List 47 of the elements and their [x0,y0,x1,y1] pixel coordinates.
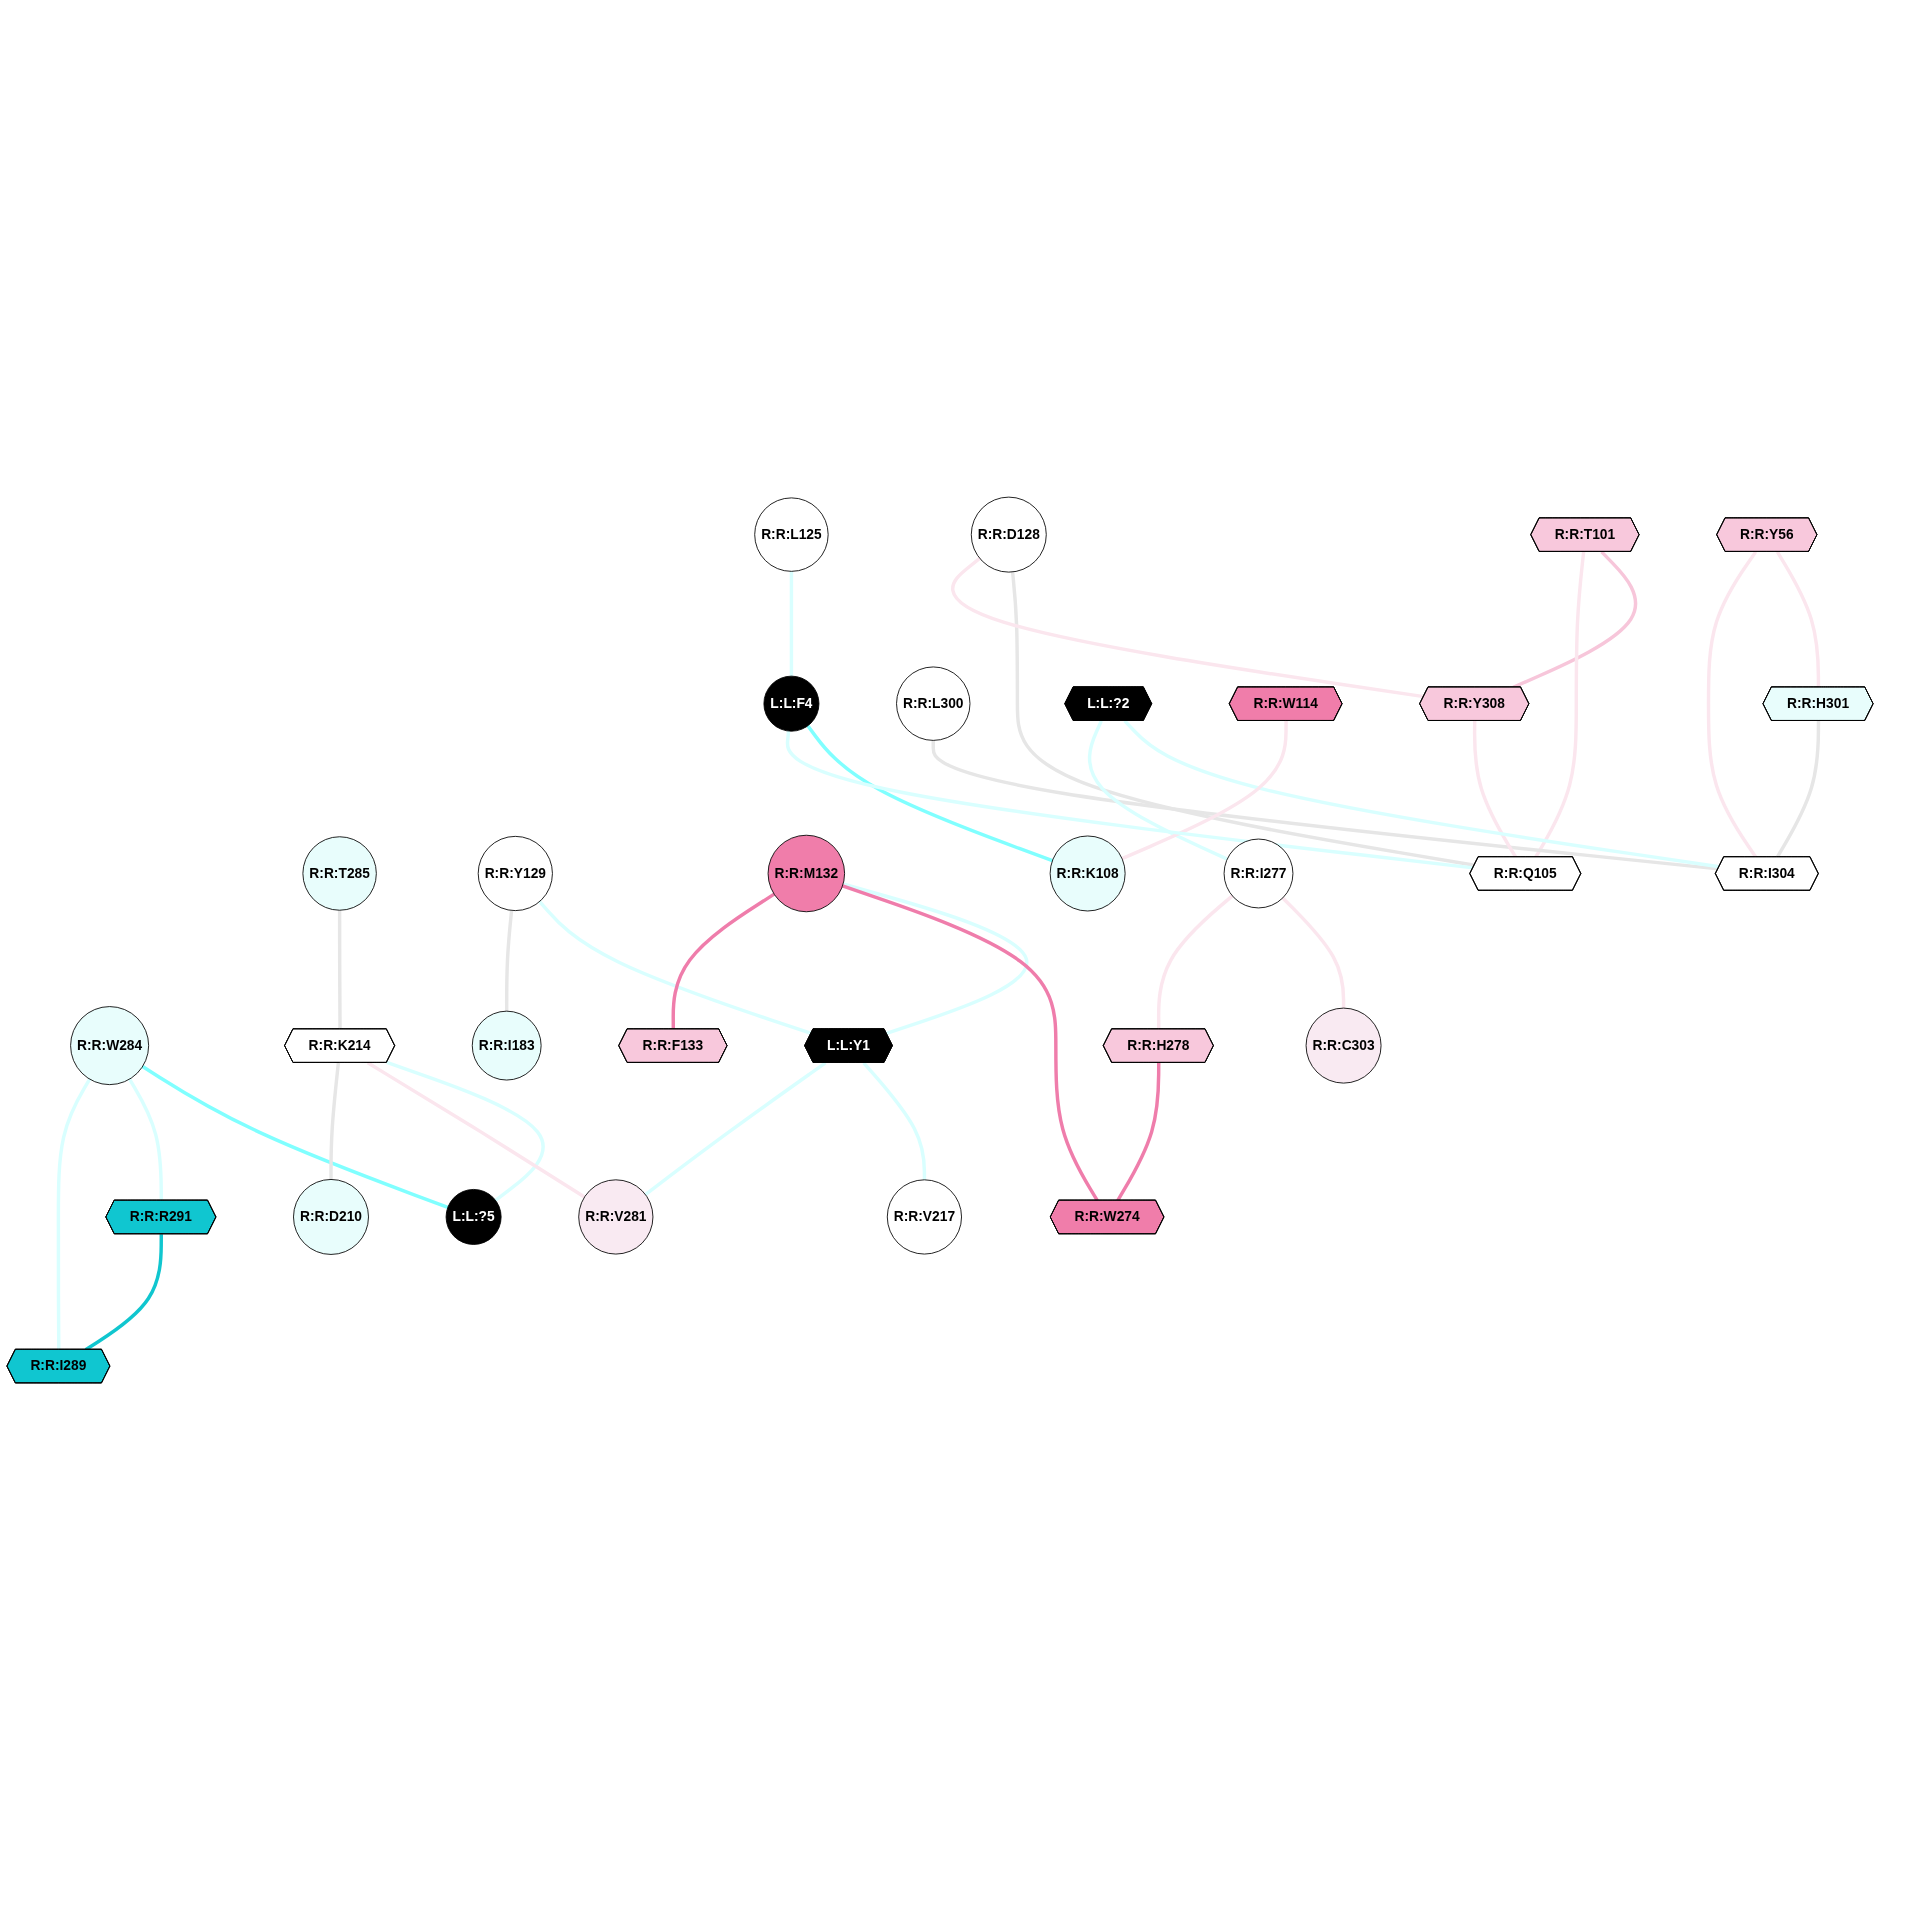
connector [141,1065,449,1209]
node-circle: L:L:F4 [763,675,820,732]
node-circle: R:R:K108 [1049,835,1126,912]
connector [504,910,514,1012]
connector [386,1060,545,1202]
connector [1123,719,1720,869]
connector [785,730,1474,870]
connector [1087,720,1228,861]
connector [337,910,342,1030]
node-circle: R:R:W284 [70,1006,150,1086]
connector [1512,550,1638,689]
connector [862,1061,927,1180]
connector [128,1078,163,1201]
node-circle: L:L:?5 [445,1189,502,1245]
node-circle: R:R:V217 [886,1179,962,1255]
node-circle: R:R:I183 [471,1010,542,1081]
connector [789,571,794,677]
connector [671,892,776,1030]
node-circle: R:R:Y129 [477,835,553,912]
connector [1472,720,1518,858]
connector [329,1062,341,1180]
connector [56,1078,92,1350]
connector [538,900,812,1036]
connector [366,1061,586,1199]
connector [1775,550,1821,688]
connector [1534,551,1586,858]
node-circle: R:R:I277 [1223,838,1294,909]
node-circle: R:R:V281 [578,1179,654,1255]
connector [1775,720,1821,858]
connector [841,884,1099,1202]
node-circle: R:R:L125 [754,497,829,572]
node-circle: R:R:T285 [302,836,377,911]
connector [951,556,1425,699]
connector [1281,896,1346,1009]
connector [931,740,1719,871]
connector [1121,720,1288,861]
connector [1156,894,1234,1030]
connector [644,1061,827,1196]
node-circle: R:R:C303 [1305,1007,1382,1084]
connector [1116,1062,1161,1202]
connector [842,882,1029,1036]
node-circle: R:R:D128 [970,496,1047,573]
node-circle: R:R:D210 [293,1179,369,1255]
connector [1010,571,1475,867]
node-circle: R:R:L300 [896,666,971,741]
connector [806,724,1054,863]
node-circle: R:R:M132 [767,834,846,913]
